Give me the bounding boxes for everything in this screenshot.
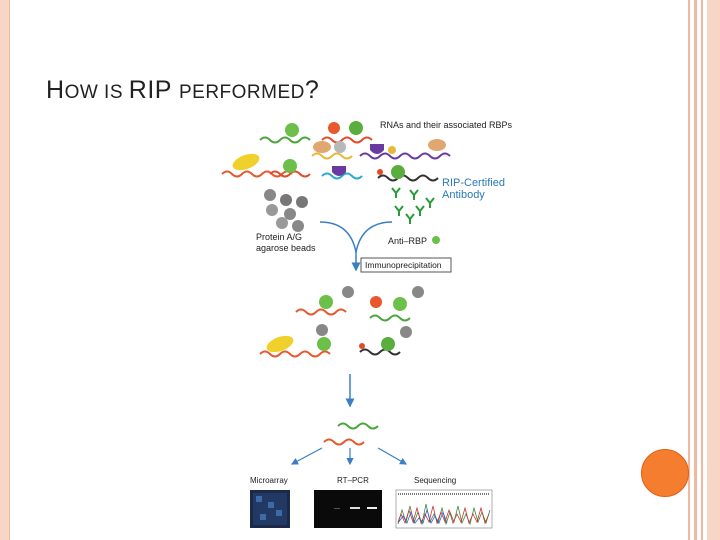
antibodies (391, 187, 435, 224)
slide-title: HOW IS RIP PERFORMED? (46, 76, 320, 104)
right-border-stripes (688, 0, 720, 540)
label-anti-rbp: Anti–RBP (388, 236, 427, 246)
sequencing-panel (395, 489, 493, 529)
label-antibody: Antibody (442, 189, 485, 201)
label-protein-ag: Protein A/G (256, 232, 302, 242)
immunoprecipitation-box (360, 257, 452, 273)
label-microarray: Microarray (250, 476, 288, 485)
label-rt-pcr: RT–PCR (337, 476, 369, 485)
label-agarose-beads: agarose beads (256, 243, 316, 253)
protein-ag-beads (264, 189, 308, 232)
left-border (0, 0, 10, 540)
rip-workflow-diagram: RNAs and their associated RBPs Protein A… (221, 120, 513, 529)
label-rip-certified: RIP-Certified (442, 177, 505, 189)
purified-rna-green (337, 422, 379, 430)
purified-rna-orange (323, 438, 365, 446)
captured-complexes (259, 286, 424, 358)
rna-complexes-top (221, 121, 451, 182)
microarray-panel (250, 490, 290, 528)
label-rnas-rbps: RNAs and their associated RBPs (380, 120, 513, 130)
label-sequencing: Sequencing (414, 476, 456, 485)
rt-pcr-gel-panel (314, 490, 382, 528)
orange-circle-decoration (641, 449, 689, 497)
label-immunoprecipitation: Immunoprecipitation (365, 260, 442, 270)
